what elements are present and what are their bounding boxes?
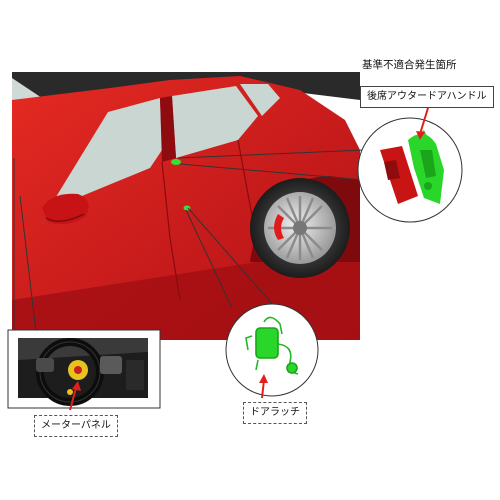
door-seam: [161, 161, 181, 301]
handle-detail-callout: [357, 107, 463, 223]
door-handle-icon: [380, 130, 444, 204]
front-door-window: [48, 98, 162, 210]
b-pillar: [160, 96, 176, 162]
rear-door-window: [172, 86, 258, 158]
car-illustration: [12, 72, 360, 340]
door-latch-label: ドアラッチ: [243, 402, 307, 424]
meter-panel-callout: [7, 329, 161, 411]
handle-highlight: [171, 159, 181, 165]
meter-panel-label: メーターパネル: [34, 415, 118, 437]
instrument-cluster-icon: [18, 338, 148, 406]
rear-outer-handle-label: 後席アウタードアハンドル: [360, 86, 494, 108]
side-mirror-edge: [45, 213, 85, 222]
quarter-window: [240, 84, 280, 116]
brake-caliper: [274, 214, 284, 240]
latch-detail-callout: [225, 303, 319, 399]
rear-wheel: [250, 178, 350, 278]
defect-location-title: 基準不適合発生箇所: [362, 59, 457, 71]
door-latch-icon: [245, 316, 299, 375]
